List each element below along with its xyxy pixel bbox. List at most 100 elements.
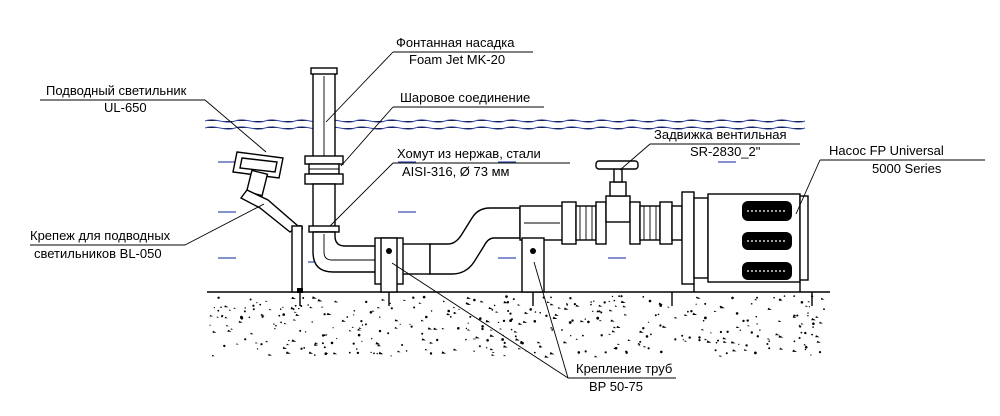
gravel-speck: [642, 327, 645, 330]
gravel-speck: [429, 352, 433, 355]
gravel-speck: [533, 320, 537, 323]
gravel-speck: [533, 351, 536, 354]
gravel-speck: [458, 308, 460, 310]
gravel-speck: [314, 343, 318, 346]
gravel-speck: [778, 335, 784, 338]
gravel-speck: [564, 307, 569, 310]
gravel-speck: [321, 342, 324, 345]
gravel-speck: [325, 352, 329, 354]
gravel-speck: [645, 335, 649, 338]
gravel-speck: [550, 303, 554, 306]
gravel-speck: [325, 334, 328, 336]
gravel-speck: [815, 335, 820, 338]
gravel-speck: [569, 297, 572, 300]
gravel-speck: [401, 344, 404, 346]
gravel-speck: [424, 348, 428, 351]
gravel-speck: [506, 301, 510, 304]
gravel-speck: [505, 295, 508, 298]
riser-pipe: [308, 183, 340, 233]
gravel-speck: [480, 300, 484, 303]
gravel-speck: [816, 340, 821, 343]
gravel-speck: [378, 351, 384, 355]
gravel-speck: [659, 304, 662, 307]
gravel-speck: [377, 344, 381, 347]
gravel-speck: [723, 340, 727, 343]
gravel-speck: [421, 332, 424, 335]
gravel-speck: [216, 316, 220, 318]
gravel-speck: [260, 313, 265, 316]
gravel-speck: [473, 350, 475, 352]
gravel-speck: [622, 305, 627, 308]
gravel-speck: [375, 342, 381, 345]
gravel-speck: [695, 303, 697, 305]
gravel-speck: [243, 310, 246, 313]
gravel-speck: [754, 351, 757, 355]
gravel-speck: [371, 338, 373, 340]
gravel-speck: [592, 310, 594, 312]
gravel-speck: [486, 347, 488, 349]
gravel-speck: [252, 308, 255, 311]
gravel-speck: [379, 316, 381, 318]
gravel-speck: [447, 309, 451, 313]
gravel-speck: [637, 342, 641, 345]
gravel-speck: [314, 342, 319, 345]
gravel-speck: [793, 314, 798, 317]
gravel-speck: [421, 338, 426, 341]
gravel-speck: [522, 320, 528, 323]
gravel-speck: [226, 324, 229, 327]
fountain-nozzle: [310, 67, 338, 159]
gravel-speck: [467, 302, 471, 305]
gravel-speck: [360, 320, 363, 323]
gravel-speck: [425, 315, 428, 319]
gravel-speck: [510, 328, 513, 331]
gravel-speck: [510, 318, 513, 321]
gravel-speck: [278, 314, 281, 317]
gravel-speck: [441, 351, 447, 354]
gravel-speck: [659, 324, 662, 327]
gravel-speck: [726, 330, 729, 333]
gravel-speck: [512, 298, 515, 301]
gravel-speck: [479, 317, 482, 320]
gravel-speck: [662, 325, 667, 328]
gravel-speck: [613, 326, 617, 329]
gravel-speck: [230, 328, 234, 330]
gravel-speck: [600, 334, 603, 337]
gravel-speck: [756, 296, 758, 299]
gravel-speck: [326, 312, 332, 315]
gravel-speck: [587, 320, 590, 324]
gravel-speck: [690, 310, 693, 313]
gravel-speck: [608, 333, 612, 335]
gravel-speck: [779, 347, 784, 350]
gravel-speck: [551, 329, 554, 331]
gravel-speck: [598, 304, 603, 307]
gravel-speck: [256, 302, 258, 304]
gravel-speck: [698, 336, 701, 339]
gravel-speck: [255, 342, 258, 344]
gravel-speck: [654, 314, 657, 317]
gravel-speck: [265, 340, 269, 343]
gravel-speck: [575, 338, 579, 340]
gravel-speck: [639, 340, 642, 343]
gate-valve-label: Задвижка вентильная: [654, 127, 787, 142]
gravel-speck: [323, 334, 326, 337]
gravel-speck: [334, 300, 339, 303]
gravel-speck: [467, 329, 471, 331]
gravel-speck: [590, 303, 592, 306]
gravel-speck: [259, 303, 262, 306]
clamp-label: Хомут из нержав, стали: [397, 146, 541, 161]
gravel-speck: [341, 319, 346, 322]
gravel-speck: [688, 336, 691, 339]
gravel-speck: [492, 351, 495, 353]
gravel-speck: [710, 332, 712, 334]
gravel-speck: [298, 307, 300, 310]
gravel-speck: [611, 330, 616, 333]
gravel-speck: [389, 302, 391, 305]
gravel-speck: [378, 329, 382, 333]
gravel-speck: [323, 346, 326, 349]
gravel-speck: [820, 297, 825, 300]
gravel-speck: [291, 296, 296, 299]
gravel-speck: [236, 343, 239, 345]
gravel-speck: [613, 347, 616, 350]
